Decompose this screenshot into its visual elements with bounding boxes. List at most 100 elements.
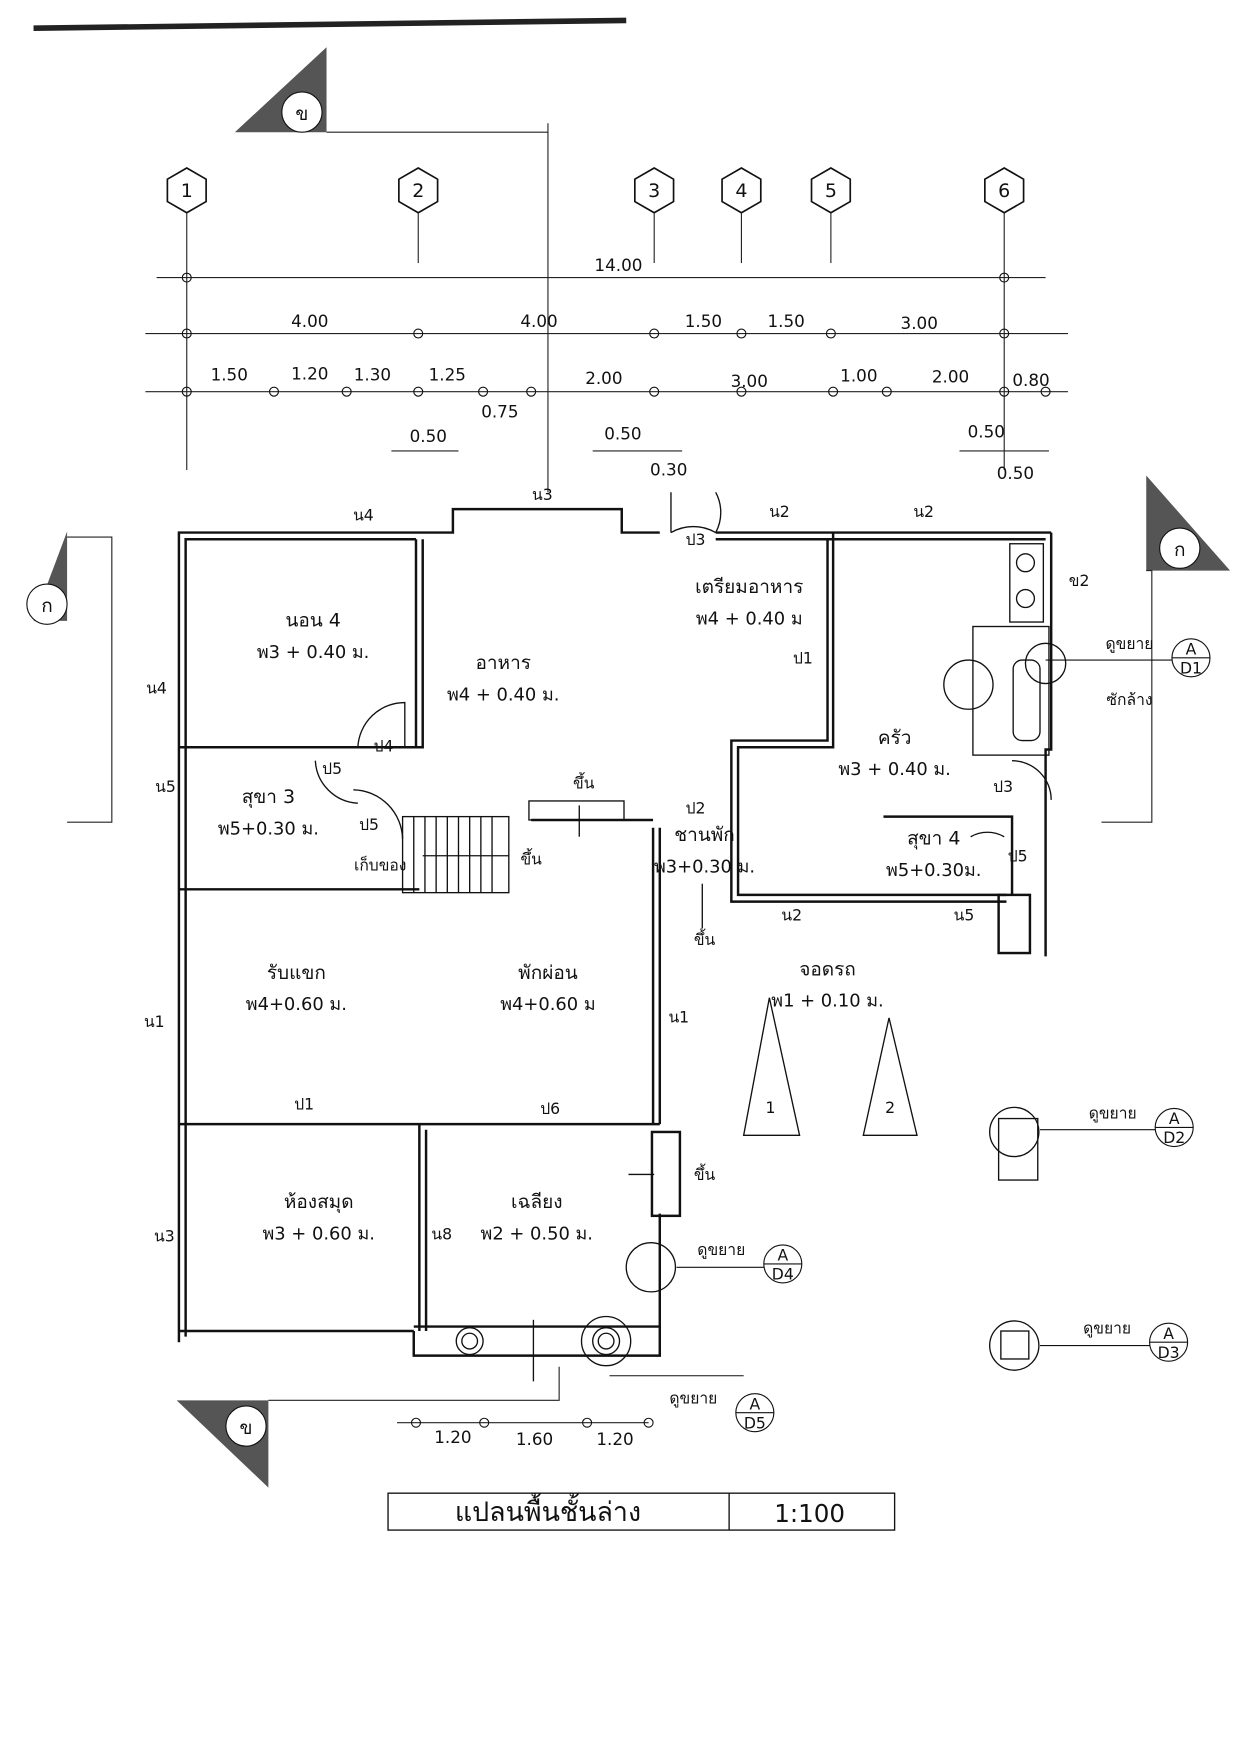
dimension-node — [181, 272, 192, 283]
plan-title: แปลนพื้นชั้นล่าง — [455, 1493, 641, 1528]
dim-label: 1.00 — [840, 366, 877, 386]
opening-label: น2 — [781, 906, 802, 925]
opening-label: ป2 — [686, 798, 706, 817]
dimension-node — [410, 1417, 422, 1428]
dim-label: 1.30 — [354, 364, 391, 384]
room-name: พักผ่อน — [518, 962, 578, 984]
dimension-node — [413, 386, 424, 397]
opening-label: ป1 — [793, 648, 813, 667]
dimension-node — [1040, 386, 1051, 397]
opening-label: น5 — [155, 777, 176, 796]
callout-text: ดูขยาย — [1105, 634, 1153, 654]
callout-sheet: D4 — [772, 1265, 794, 1284]
staircase — [401, 800, 625, 894]
room-level: พ4+0.60 ม — [500, 994, 595, 1015]
opening-label: ป4 — [374, 737, 394, 756]
opening-label: น1 — [144, 1012, 165, 1031]
room-level: พ3 + 0.40 ม. — [257, 642, 369, 663]
opening-label: น1 — [668, 1007, 689, 1026]
title-block: แปลนพื้นชั้นล่าง 1:100 — [387, 1492, 896, 1531]
detail-symbols — [989, 1106, 1040, 1371]
up-label: ขึ้น — [573, 772, 595, 793]
up-label: ขึ้น — [694, 928, 716, 949]
dimension-node — [341, 386, 352, 397]
grid-axis-label: 6 — [998, 180, 1010, 202]
callout-sheet: D5 — [744, 1413, 766, 1432]
room-level: พ4 + 0.40 ม. — [447, 684, 559, 705]
callout-sheet: D1 — [1180, 658, 1202, 677]
room-level: พ3+0.30 ม. — [654, 857, 755, 878]
room-level: พ2 + 0.50 ม. — [481, 1223, 593, 1244]
dim-label: 1.20 — [291, 363, 328, 383]
dim-label: 2.00 — [585, 368, 622, 388]
tree-label: 1 — [766, 1098, 776, 1117]
up-label: ขึ้น — [520, 848, 542, 869]
opening-label: น4 — [353, 505, 374, 524]
dimension-ticks — [181, 272, 1051, 1428]
opening-label: น8 — [431, 1224, 452, 1243]
dimension-node — [413, 328, 424, 339]
opening-label: ป5 — [359, 815, 379, 834]
callout-sheet: D3 — [1158, 1343, 1180, 1362]
dim-label: 0.50 — [968, 422, 1005, 442]
tree-label: 2 — [885, 1098, 895, 1117]
callout-sheet: D2 — [1163, 1128, 1185, 1147]
dimension-node — [181, 328, 192, 339]
kitchen-fixtures — [943, 543, 1067, 756]
room-name: เตรียมอาหาร — [695, 576, 803, 598]
room-name: ครัว — [878, 727, 912, 749]
callout-ref: A — [1163, 1324, 1174, 1343]
room-name: รับแขก — [267, 962, 326, 984]
opening-label: น2 — [769, 502, 790, 521]
callout-ref: A — [1186, 639, 1197, 658]
section-b-bottom: ข — [240, 1417, 253, 1439]
grid-axis-label: 5 — [825, 180, 837, 202]
dim-label: 1.20 — [434, 1427, 471, 1447]
room-name: สุขา 4 — [907, 828, 960, 851]
room-name: เฉลียง — [511, 1191, 563, 1213]
opening-label: น2 — [913, 502, 934, 521]
dimension-node — [999, 272, 1010, 283]
room-level: พ3 + 0.60 ม. — [262, 1223, 374, 1244]
dim-label: 1.50 — [767, 311, 804, 331]
dimension-node — [643, 1417, 654, 1428]
dim-label: 0.50 — [997, 463, 1034, 483]
room-level: พ1 + 0.10 ม. — [771, 991, 883, 1012]
dimension-node — [478, 386, 489, 397]
walls — [177, 507, 1053, 1357]
door-swings — [314, 491, 1052, 839]
room-name: จอดรถ — [799, 958, 856, 980]
room-name: นอน 4 — [285, 610, 341, 632]
dim-label: 1.50 — [685, 311, 722, 331]
dim-label: 4.00 — [291, 311, 328, 331]
dimension-node — [582, 1417, 593, 1428]
dimension-node — [999, 386, 1010, 397]
callout-ref: A — [749, 1394, 760, 1413]
dimension-lines — [145, 123, 1068, 1424]
dim-label: 1.20 — [596, 1429, 633, 1449]
dimension-node — [268, 386, 280, 397]
grid-axis-label: 1 — [181, 180, 193, 202]
room-name: ห้องสมุด — [284, 1191, 354, 1214]
callout-text: ดูขยาย — [1089, 1104, 1137, 1124]
room-level: พ5+0.30ม. — [886, 860, 981, 881]
dimension-node — [649, 328, 660, 339]
room-level: พ4+0.60 ม. — [246, 994, 347, 1015]
up-label: ขึ้น — [694, 1163, 716, 1184]
room-level: พ4 + 0.40 ม — [696, 608, 803, 629]
dim-label: 1.25 — [429, 364, 466, 384]
opening-label: น5 — [954, 906, 975, 925]
storage-label: เก็บของ — [354, 854, 406, 874]
opening-label: ป5 — [322, 759, 342, 778]
scan-edge — [33, 17, 627, 32]
callout-ref: A — [1169, 1109, 1180, 1128]
plan-scale: 1:100 — [774, 1499, 845, 1528]
dim-overall: 14.00 — [594, 255, 642, 275]
callout-text: ดูขยาย — [669, 1389, 717, 1409]
opening-label: น3 — [154, 1227, 175, 1246]
opening-label: ป3 — [993, 777, 1013, 796]
room-name: สุขา 3 — [242, 786, 295, 809]
